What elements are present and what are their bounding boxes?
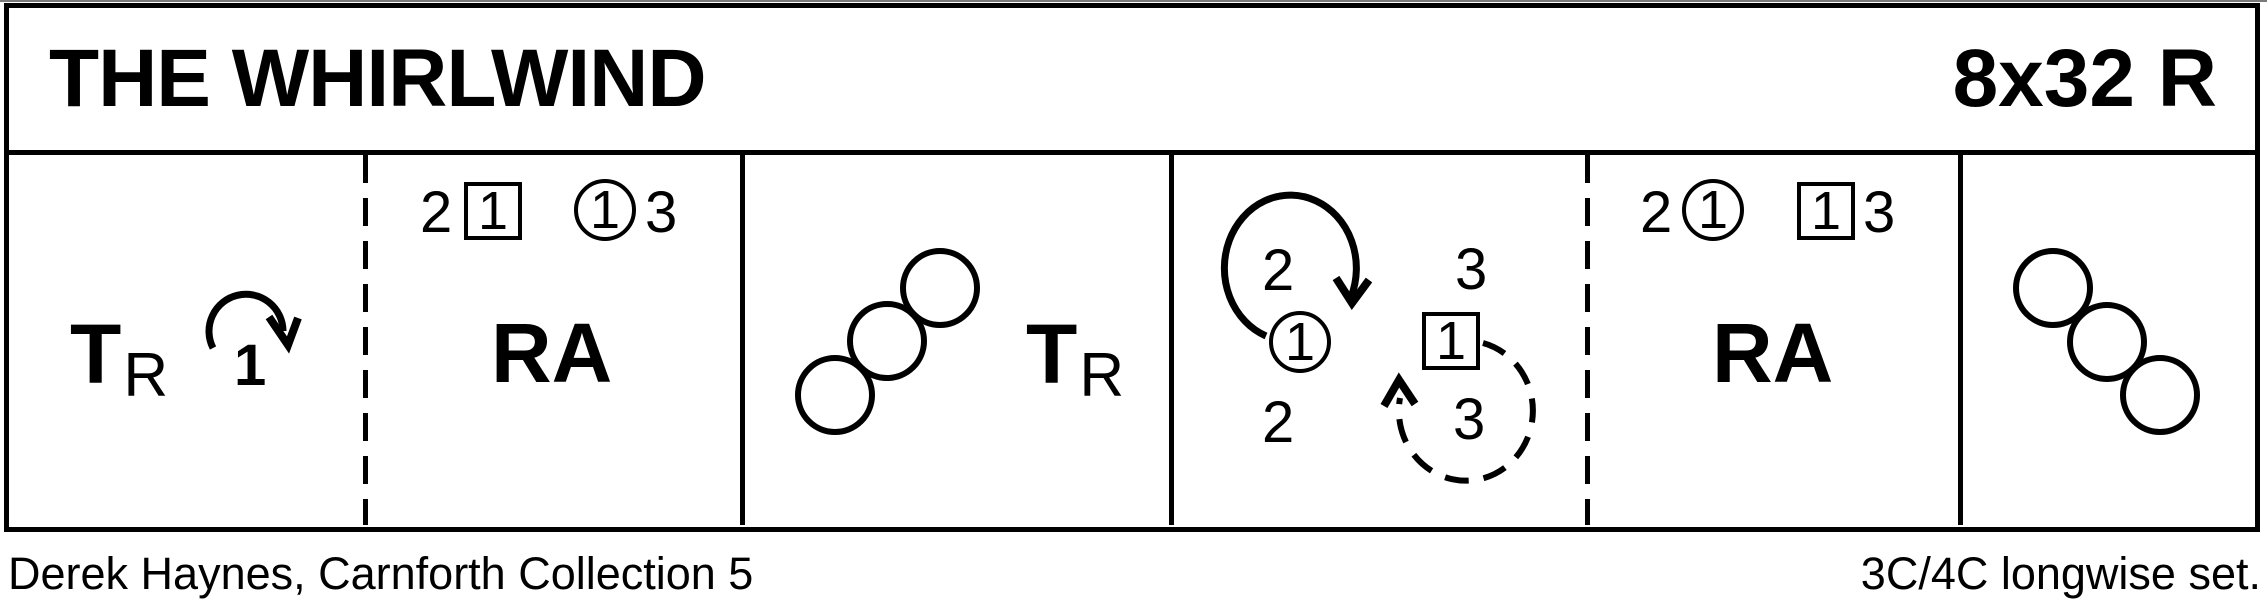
set-type-text: 3C/4C longwise set. xyxy=(1860,548,2261,599)
man-number: 1 xyxy=(1435,311,1467,371)
bar-separator-dashed-2 xyxy=(1585,155,1590,525)
credit-text: Derek Haynes, Carnforth Collection 5 xyxy=(8,548,754,599)
dance-code: 8x32 R xyxy=(1952,33,2217,124)
turn-right-symbol: T R xyxy=(1026,312,1124,407)
lady-number: 1 xyxy=(1697,180,1729,240)
lady-number: 1 xyxy=(589,180,621,240)
man-number: 1 xyxy=(477,181,509,241)
header-divider-line xyxy=(4,150,2260,155)
turn-symbol-letter: T xyxy=(70,307,122,401)
man-number: 1 xyxy=(1810,181,1842,241)
page-top-rule xyxy=(0,0,2267,2)
position-number: 3 xyxy=(1455,237,1488,302)
right-hands-across-label: RA xyxy=(491,306,613,400)
bar-separator-solid-1 xyxy=(740,155,745,525)
man-token: 1 xyxy=(1422,312,1480,370)
position-number: 3 xyxy=(1453,387,1486,452)
position-number: 2 xyxy=(1262,390,1295,455)
diagram-frame xyxy=(4,3,2260,532)
couple-number: 1 xyxy=(234,333,267,398)
position-number: 3 xyxy=(1863,180,1896,245)
turn-symbol-subscript: R xyxy=(123,341,169,410)
right-hands-across-label: RA xyxy=(1712,306,1834,400)
bar-separator-solid-3 xyxy=(1958,155,1963,525)
turn-right-symbol: T R xyxy=(70,312,168,407)
bar-separator-dashed-1 xyxy=(363,155,368,525)
turn-symbol-letter: T xyxy=(1026,307,1078,401)
dance-title: THE WHIRLWIND xyxy=(49,33,707,124)
lady-number: 1 xyxy=(1284,312,1316,372)
position-number: 2 xyxy=(420,180,453,245)
man-token: 1 xyxy=(1797,182,1855,240)
header: THE WHIRLWIND 8x32 R xyxy=(9,8,2257,150)
lady-token: 1 xyxy=(574,179,636,241)
position-number: 2 xyxy=(1262,238,1295,303)
lady-token: 1 xyxy=(1682,179,1744,241)
lady-token: 1 xyxy=(1269,311,1331,373)
man-token: 1 xyxy=(464,182,522,240)
bar-separator-solid-2 xyxy=(1169,155,1174,525)
turn-symbol-subscript: R xyxy=(1079,341,1125,410)
position-number: 2 xyxy=(1640,180,1673,245)
position-number: 3 xyxy=(645,180,678,245)
